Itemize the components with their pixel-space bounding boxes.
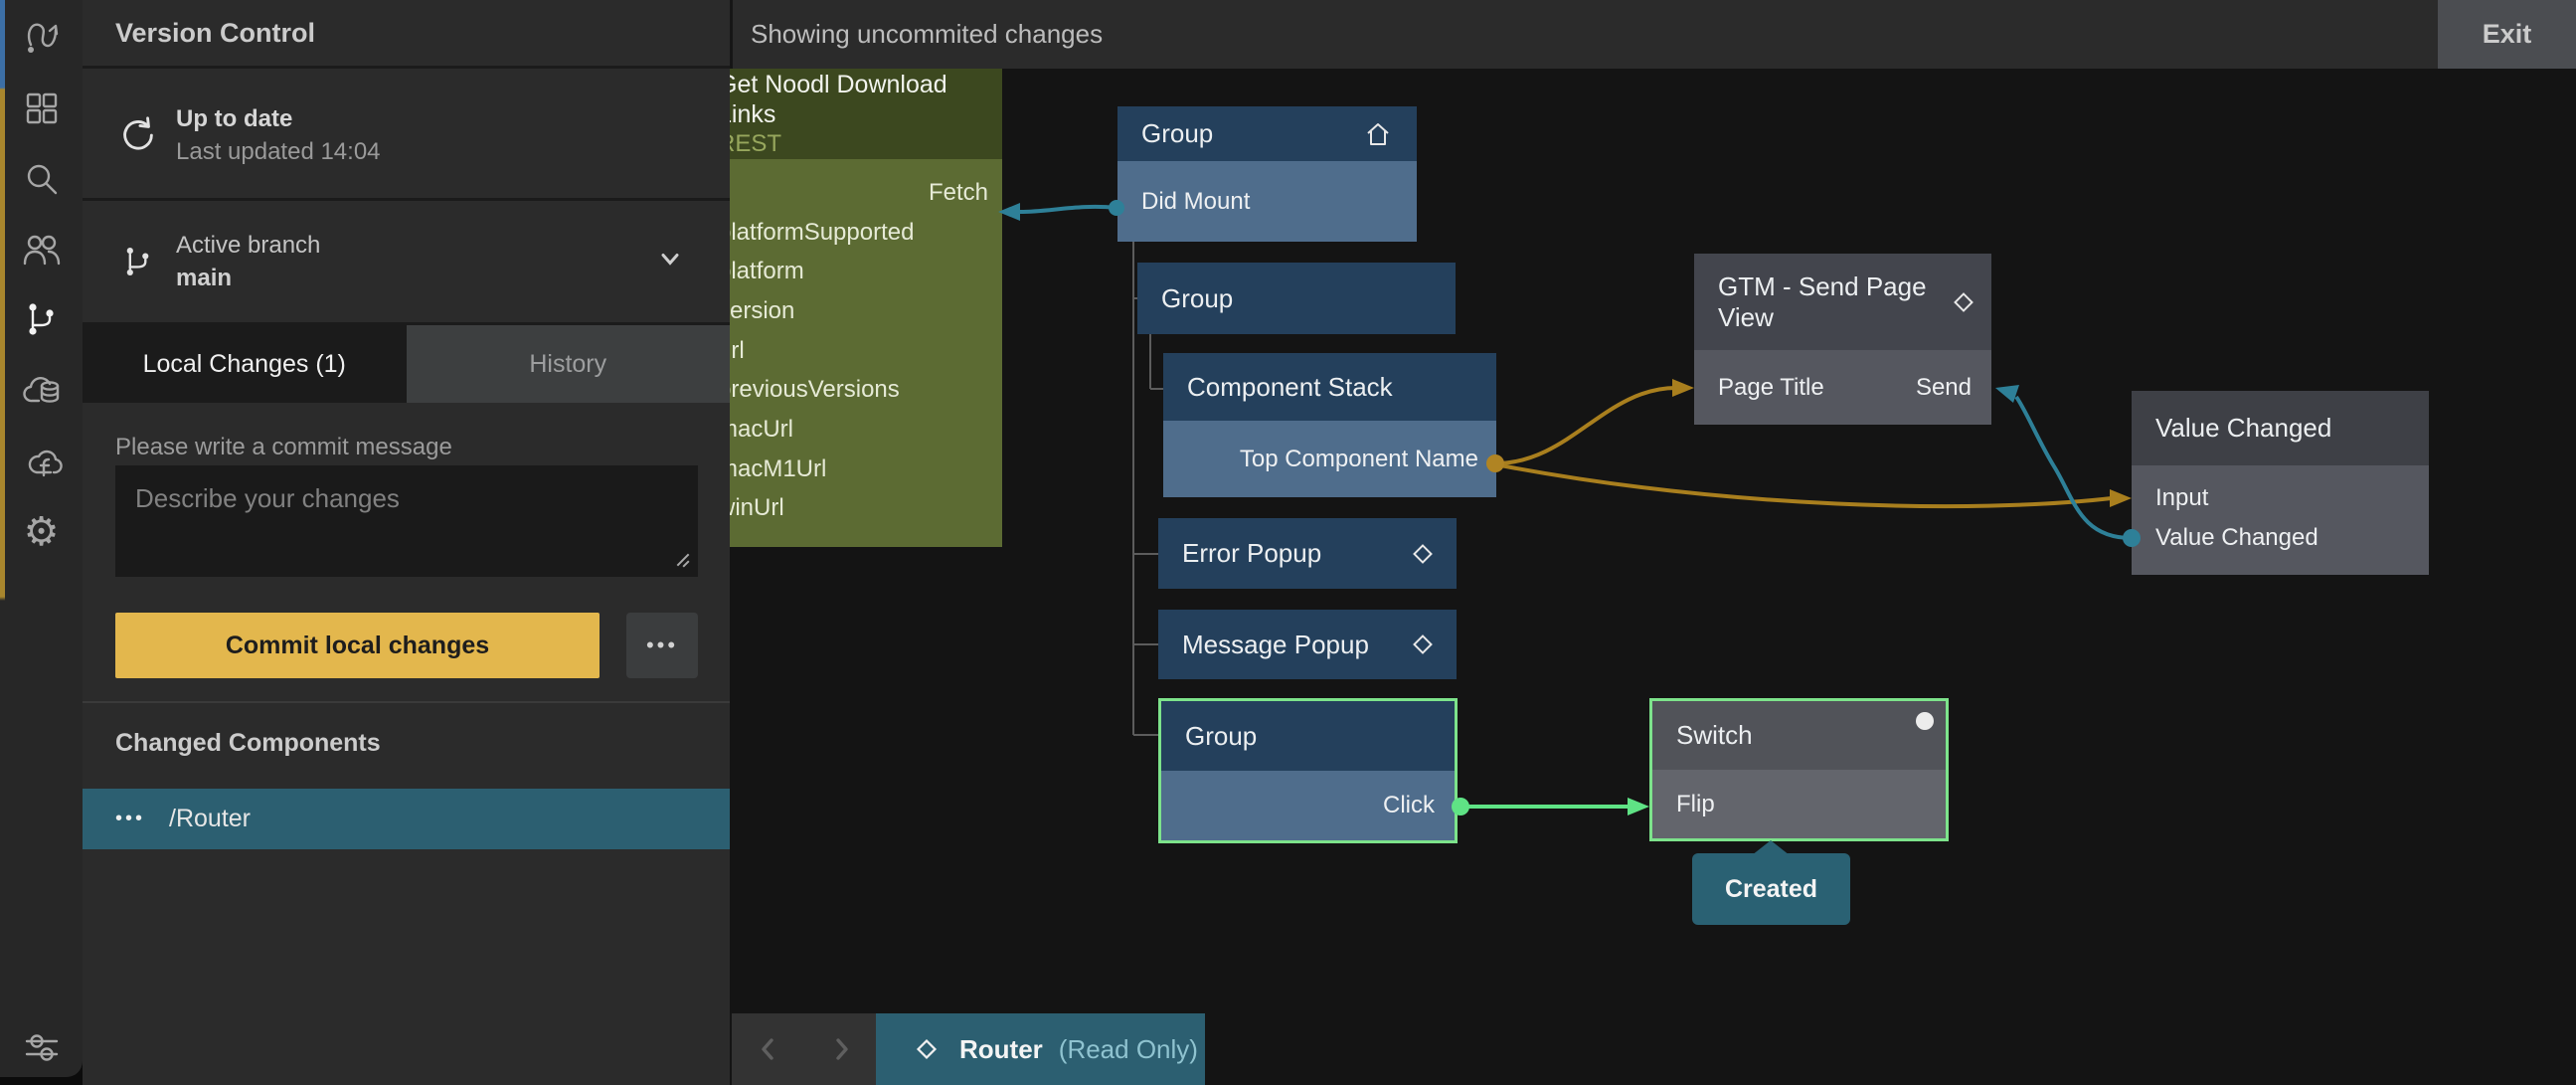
nav-forward-icon[interactable] bbox=[824, 1032, 858, 1066]
node-group-root[interactable]: Group Did Mount bbox=[1117, 106, 1417, 242]
component-dots-icon[interactable]: ••• bbox=[115, 808, 146, 829]
gear-glyph: ⚙ bbox=[23, 510, 60, 554]
sync-status: Up to date bbox=[176, 104, 293, 132]
node-component-stack[interactable]: Component Stack Top Component Name bbox=[1163, 353, 1496, 497]
port-did-mount[interactable]: Did Mount bbox=[1117, 161, 1417, 242]
canvas-topbar: Showing uncommited changes Exit bbox=[730, 0, 2576, 69]
node-graph-canvas[interactable]: Get Noodl Download Links REST Fetch plat… bbox=[730, 69, 2576, 1085]
wire-topcomponent-to-input bbox=[1486, 454, 2132, 509]
exit-button[interactable]: Exit bbox=[2438, 0, 2576, 69]
branch-name: main bbox=[176, 265, 233, 291]
version-control-panel: Version Control Up to date Last updated … bbox=[83, 0, 730, 1085]
open-component-tab-router[interactable]: Router (Read Only) bbox=[876, 1013, 1205, 1085]
nav-back-icon[interactable] bbox=[752, 1032, 785, 1066]
chevron-down-icon[interactable] bbox=[652, 242, 688, 282]
port-output[interactable]: winUrl bbox=[730, 494, 784, 522]
port-output[interactable]: macM1Url bbox=[730, 454, 827, 482]
node-title: Group bbox=[1161, 701, 1455, 771]
created-badge: Created bbox=[1692, 853, 1850, 925]
port-output[interactable]: previousVersions bbox=[730, 376, 900, 404]
branch-label: Active branch bbox=[176, 232, 321, 259]
wire-click-to-flip bbox=[1452, 798, 1649, 815]
component-nav-strip bbox=[732, 1013, 877, 1085]
node-title: Error Popup bbox=[1182, 538, 1322, 568]
component-diamond-icon bbox=[1413, 634, 1433, 654]
port-output[interactable]: platformSupported bbox=[730, 218, 915, 246]
port-value-changed[interactable]: Value Changed bbox=[2155, 524, 2318, 551]
component-diamond-icon bbox=[1954, 291, 1974, 312]
home-icon bbox=[1367, 122, 1389, 145]
uncommitted-status-text: Showing uncommited changes bbox=[751, 19, 1104, 49]
panel-tabs: Local Changes (1) History bbox=[83, 325, 730, 403]
components-grid-icon[interactable] bbox=[20, 87, 64, 130]
tab-local-changes[interactable]: Local Changes (1) bbox=[83, 325, 407, 403]
window-edge-strip bbox=[0, 0, 5, 636]
settings-gear-icon[interactable]: ⚙ bbox=[20, 510, 64, 554]
node-value-changed[interactable]: Value Changed Input Value Changed bbox=[2132, 391, 2429, 575]
node-switch-selected[interactable]: Switch Flip bbox=[1649, 698, 1949, 841]
port-output[interactable]: version bbox=[730, 296, 795, 324]
port-output[interactable]: macUrl bbox=[730, 415, 793, 443]
node-group-selected[interactable]: Group Click bbox=[1158, 698, 1458, 843]
tool-sidebar: ⚙ bbox=[0, 0, 83, 1077]
node-title: Message Popup bbox=[1182, 629, 1369, 659]
node-title: Get Noodl Download Links bbox=[730, 70, 947, 128]
status-dot bbox=[1916, 712, 1934, 730]
component-label: /Router bbox=[169, 805, 251, 832]
cloud-database-icon[interactable] bbox=[20, 369, 64, 413]
node-rest[interactable]: Get Noodl Download Links REST Fetch plat… bbox=[730, 69, 1002, 548]
node-title: Group bbox=[1141, 118, 1214, 148]
changed-components-heading: Changed Components bbox=[115, 729, 381, 757]
active-branch-row[interactable]: Active branch main bbox=[83, 201, 730, 325]
port-click[interactable]: Click bbox=[1161, 771, 1455, 840]
wire-topcomponent-to-pagetitle bbox=[1494, 379, 1694, 465]
filter-sliders-icon[interactable] bbox=[20, 1025, 64, 1069]
node-title: Group bbox=[1137, 263, 1456, 334]
created-label: Created bbox=[1724, 874, 1818, 903]
component-diamond-icon bbox=[1413, 543, 1433, 564]
commit-more-button[interactable]: ••• bbox=[626, 613, 698, 678]
branch-icon bbox=[116, 240, 160, 283]
sync-updated: Last updated 14:04 bbox=[176, 137, 381, 165]
node-group-child[interactable]: Group bbox=[1137, 263, 1456, 334]
port-fetch[interactable]: Fetch bbox=[928, 178, 988, 206]
commit-button[interactable]: Commit local changes bbox=[115, 613, 600, 678]
node-title: Switch bbox=[1676, 720, 1753, 750]
port-send[interactable]: Send bbox=[1915, 373, 1972, 401]
node-title: Value Changed bbox=[2132, 391, 2429, 465]
version-control-branch-icon[interactable] bbox=[20, 297, 64, 341]
panel-title: Version Control bbox=[115, 17, 316, 48]
node-subtitle: REST bbox=[730, 129, 782, 157]
component-diamond-icon bbox=[916, 1038, 938, 1060]
node-error-popup[interactable]: Error Popup bbox=[1158, 518, 1457, 589]
node-title: GTM - Send Page View bbox=[1718, 271, 1927, 332]
port-output[interactable]: url bbox=[730, 336, 745, 364]
port-output[interactable]: platform bbox=[730, 258, 804, 285]
section-divider bbox=[83, 701, 730, 703]
panel-header: Version Control bbox=[83, 0, 730, 69]
commit-message-prompt: Please write a commit message bbox=[115, 434, 452, 460]
sync-status-row: Up to date Last updated 14:04 bbox=[83, 72, 730, 201]
tab-history[interactable]: History bbox=[406, 325, 730, 403]
node-title: Component Stack bbox=[1163, 353, 1496, 421]
tab-component-name: Router bbox=[959, 1033, 1043, 1064]
port-input[interactable]: Input bbox=[2155, 484, 2209, 511]
read-only-badge: (Read Only) bbox=[1058, 1033, 1198, 1064]
cloud-functions-icon[interactable] bbox=[20, 440, 64, 483]
port-flip[interactable]: Flip bbox=[1652, 770, 1946, 838]
wire-valuechanged-to-send bbox=[1995, 385, 2141, 547]
commit-message-input[interactable] bbox=[115, 465, 698, 577]
noodl-logo-icon[interactable] bbox=[20, 13, 64, 57]
wire-didmount-to-fetch bbox=[998, 200, 1124, 221]
collaboration-users-icon[interactable] bbox=[20, 228, 64, 271]
node-message-popup[interactable]: Message Popup bbox=[1158, 610, 1457, 679]
connections-layer bbox=[998, 200, 2141, 855]
search-icon[interactable] bbox=[20, 157, 64, 201]
node-gtm-send-page-view[interactable]: GTM - Send Page View Page Title Send bbox=[1694, 254, 1991, 425]
refresh-icon[interactable] bbox=[116, 113, 160, 157]
port-top-component-name[interactable]: Top Component Name bbox=[1163, 421, 1496, 497]
port-page-title[interactable]: Page Title bbox=[1718, 373, 1824, 401]
changed-component-router-row[interactable]: ••• /Router bbox=[83, 789, 730, 849]
